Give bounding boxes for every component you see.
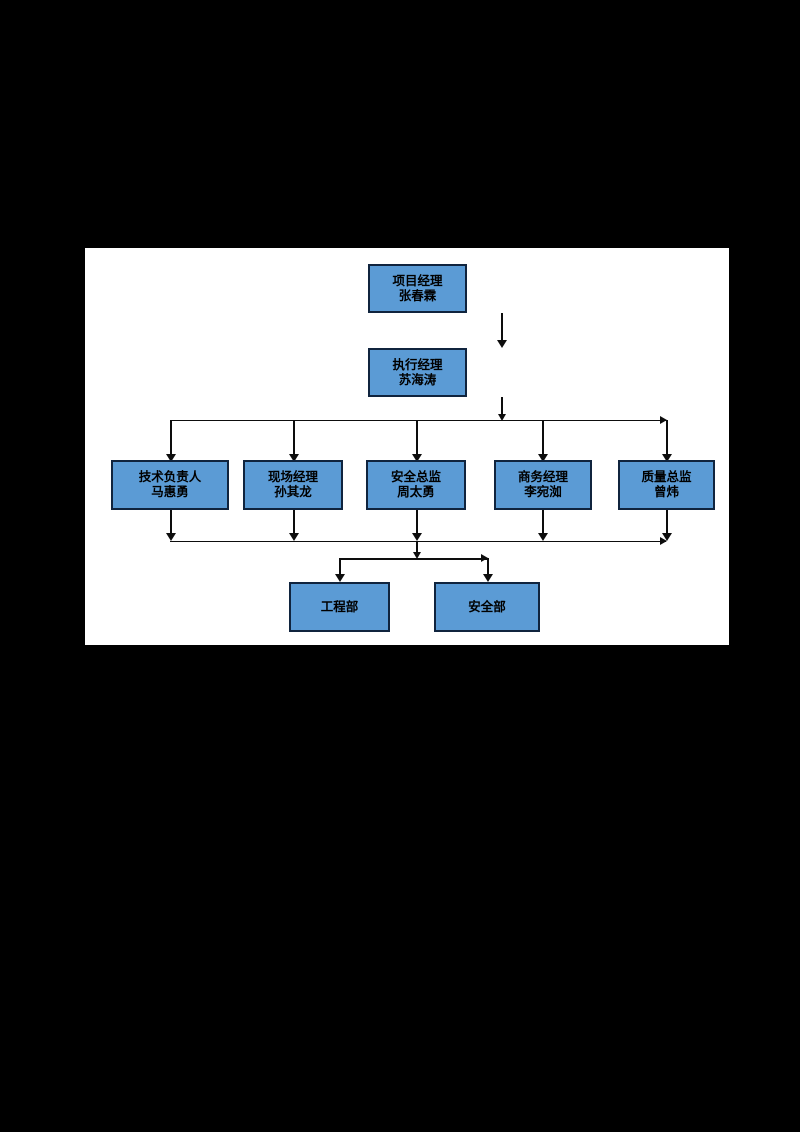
- arrowhead-bus-departments-right: [481, 554, 488, 562]
- arrowhead-bus-to-commercial: [538, 454, 548, 462]
- arrowhead-bus-level3-right: [660, 416, 667, 424]
- node-safety-department[interactable]: 安全部: [434, 582, 540, 632]
- arrowhead-dept-bus-to-engineering: [335, 574, 345, 582]
- connector-site-to-collector: [293, 510, 295, 534]
- connector-bus-to-quality: [666, 420, 668, 456]
- node-executive-manager[interactable]: 执行经理 苏海涛: [368, 348, 467, 397]
- node-title: 项目经理: [392, 272, 443, 288]
- node-title: 工程部: [320, 598, 359, 614]
- arrowhead-bus-to-site: [289, 454, 299, 462]
- org-chart-canvas: 项目经理 张春霖 执行经理 苏海涛 技术负责人 马惠勇 现场经理 孙其龙 安全总…: [85, 248, 729, 645]
- arrowhead-pm-to-em: [497, 340, 507, 348]
- node-name: 曾炜: [653, 484, 679, 499]
- node-project-manager[interactable]: 项目经理 张春霖: [368, 264, 467, 313]
- bus-level3: [170, 420, 666, 421]
- node-name: 李宛洳: [524, 484, 562, 499]
- connector-dept-bus-to-safety-dept: [487, 558, 489, 575]
- arrowhead-site-to-collector: [289, 533, 299, 541]
- connector-quality-to-collector: [666, 510, 668, 534]
- node-title: 质量总监: [641, 469, 692, 485]
- arrowhead-bus-collector-right: [660, 537, 667, 545]
- arrowhead-em-to-bus: [498, 414, 506, 421]
- arrowhead-tech-to-collector: [166, 533, 176, 541]
- node-technical-director[interactable]: 技术负责人 马惠勇: [111, 460, 229, 510]
- node-name: 孙其龙: [274, 484, 312, 499]
- node-name: 周太勇: [397, 484, 435, 499]
- connector-bus-to-safety: [416, 420, 418, 456]
- node-title: 现场经理: [267, 469, 318, 485]
- arrowhead-dept-bus-to-safety-dept: [483, 574, 493, 582]
- connector-bus-to-tech: [170, 420, 172, 456]
- node-safety-director[interactable]: 安全总监 周太勇: [366, 460, 466, 510]
- arrowhead-bus-to-quality: [662, 454, 672, 462]
- node-site-manager[interactable]: 现场经理 孙其龙: [243, 460, 343, 510]
- node-title: 安全总监: [390, 469, 441, 485]
- node-title: 执行经理: [392, 356, 443, 372]
- connector-safety-to-collector: [416, 510, 418, 534]
- connector-dept-bus-to-engineering: [339, 558, 341, 575]
- connector-collector-to-dept-bus: [416, 541, 418, 557]
- node-quality-director[interactable]: 质量总监 曾炜: [618, 460, 715, 510]
- arrowhead-collector-to-dept-bus: [413, 552, 421, 559]
- arrowhead-bus-to-safety: [412, 454, 422, 462]
- connector-bus-to-commercial: [542, 420, 544, 456]
- node-title: 技术负责人: [138, 469, 202, 485]
- arrowhead-bus-to-tech: [166, 454, 176, 462]
- node-title: 安全部: [468, 598, 506, 614]
- connector-bus-to-site: [293, 420, 295, 456]
- connector-tech-to-collector: [170, 510, 172, 534]
- connector-commercial-to-collector: [542, 510, 544, 534]
- connector-em-to-bus: [501, 397, 503, 419]
- arrowhead-safety-to-collector: [412, 533, 422, 541]
- node-name: 马惠勇: [151, 484, 189, 499]
- node-commercial-manager[interactable]: 商务经理 李宛洳: [494, 460, 592, 510]
- node-title: 商务经理: [517, 469, 568, 485]
- node-name: 苏海涛: [398, 371, 437, 387]
- node-engineering-department[interactable]: 工程部: [289, 582, 390, 632]
- connector-pm-to-em: [501, 313, 503, 341]
- bus-departments: [339, 558, 487, 560]
- node-name: 张春霖: [398, 287, 437, 303]
- arrowhead-commercial-to-collector: [538, 533, 548, 541]
- arrowhead-quality-to-collector: [662, 533, 672, 541]
- bus-collector: [170, 541, 666, 542]
